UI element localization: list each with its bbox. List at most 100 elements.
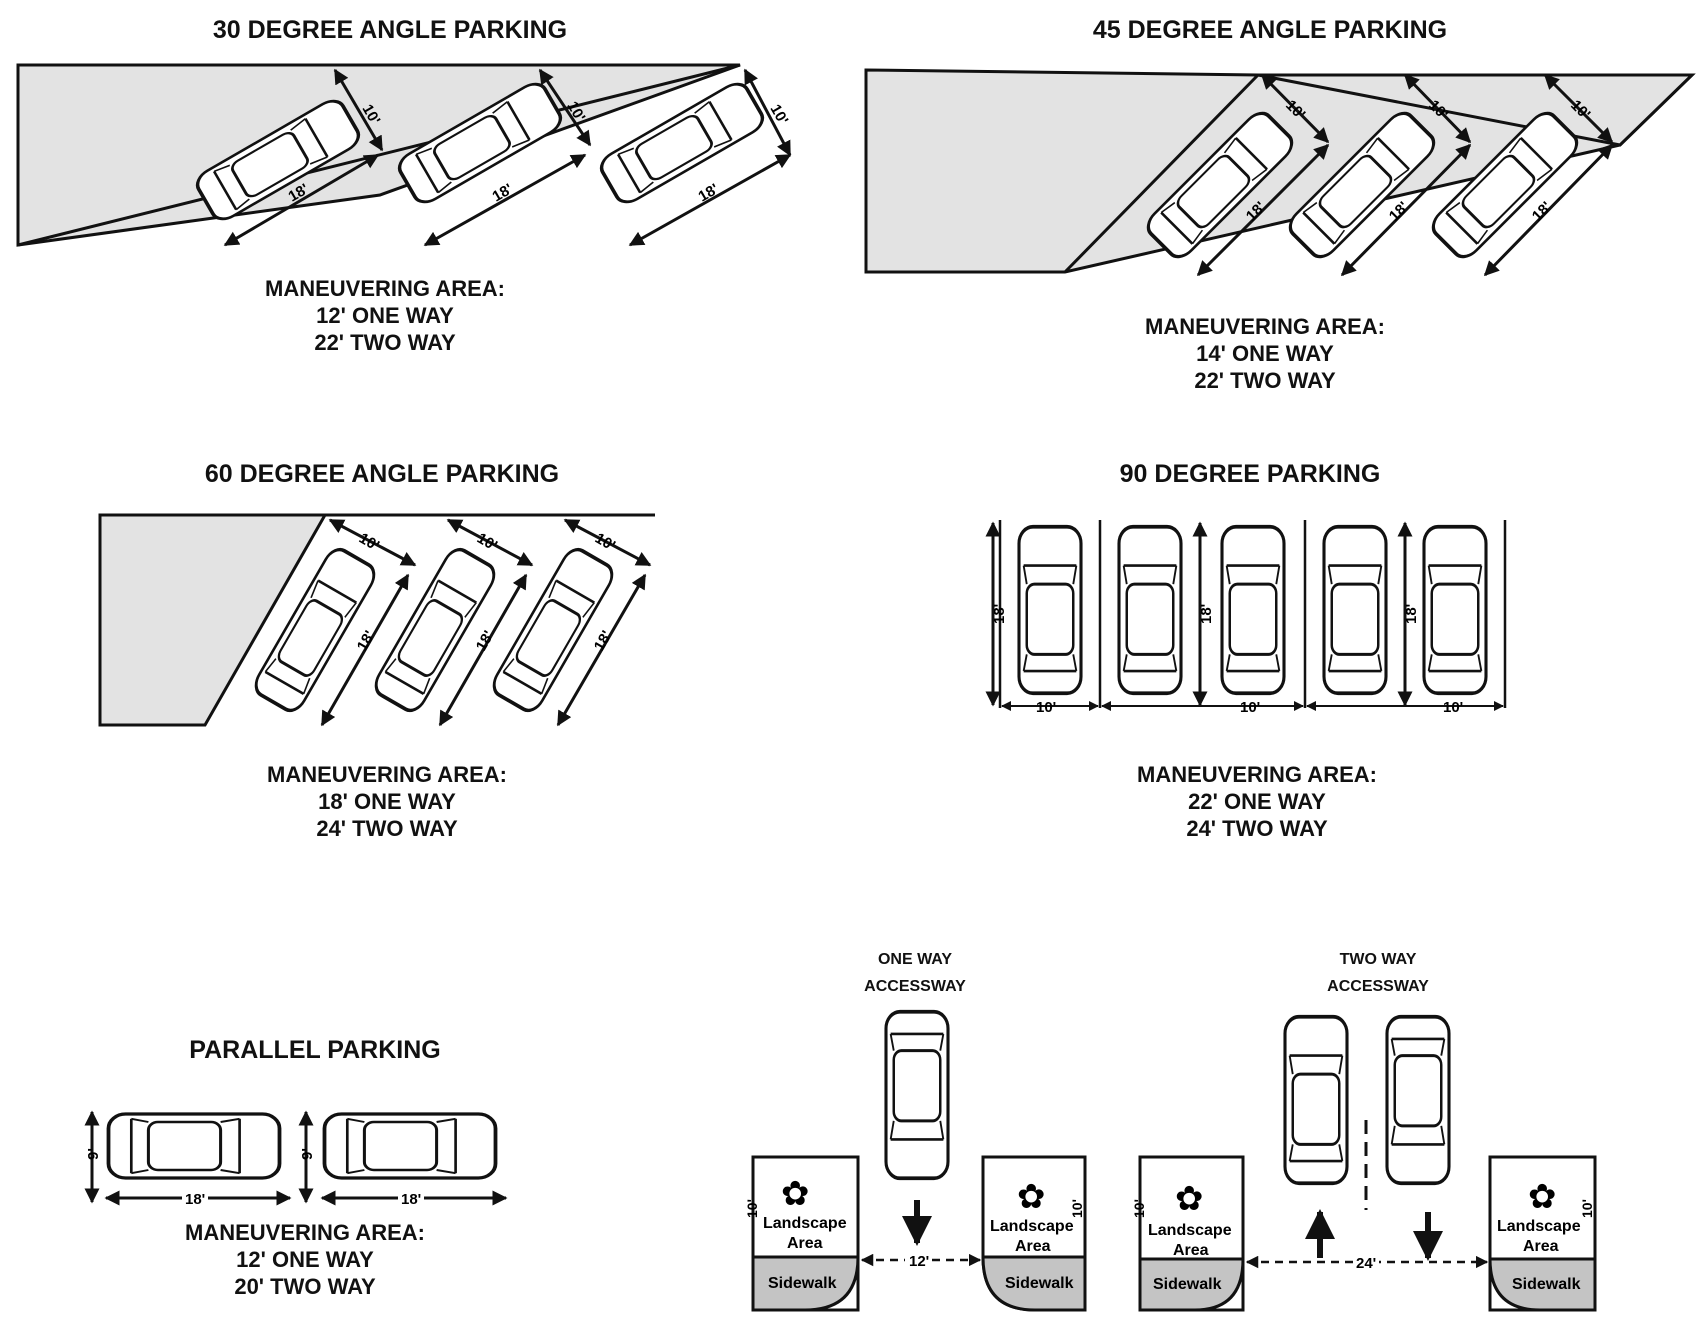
panel-90-degree: 18' 18' 18' 10' 10' 10' — [985, 520, 1507, 716]
width-label: 9' — [299, 1148, 316, 1160]
maneuvering-area-parallel: MANEUVERING AREA: 12' ONE WAY 20' TWO WA… — [140, 1219, 470, 1300]
landscape-label: Area — [1523, 1238, 1559, 1255]
maneuver-one-way: 18' ONE WAY — [318, 789, 456, 814]
dimension-arrow-10 — [1403, 73, 1472, 144]
plant-icon: ✿ — [1175, 1180, 1204, 1218]
car — [1117, 524, 1183, 696]
width-label: 10' — [1036, 699, 1056, 716]
dimension-arrow-18 — [1340, 143, 1472, 277]
sidewalk — [1488, 1257, 1597, 1312]
landscape-label: Landscape — [990, 1218, 1074, 1235]
landscape-label: Landscape — [1497, 1218, 1581, 1235]
dimension-arrow-10 — [333, 68, 384, 152]
landscape-label: Landscape — [763, 1215, 847, 1232]
width-label: 10' — [767, 102, 792, 128]
maneuver-two-way: 22' TWO WAY — [1194, 368, 1336, 393]
dimension-arrow-10 — [446, 518, 534, 567]
landscape-label: Area — [787, 1235, 823, 1252]
length-label: 18' — [696, 181, 722, 206]
maneuver-one-way: 12' ONE WAY — [236, 1247, 374, 1272]
title-60-degree: 60 DEGREE ANGLE PARKING — [204, 460, 560, 488]
sidewalk-label: Sidewalk — [1512, 1276, 1581, 1293]
maneuvering-area-90: MANEUVERING AREA: 22' ONE WAY 24' TWO WA… — [1092, 761, 1422, 842]
plant-icon: ✿ — [1528, 1178, 1557, 1216]
maneuver-heading: MANEUVERING AREA: — [185, 1220, 425, 1245]
car — [1283, 1014, 1349, 1186]
sidewalk-label: Sidewalk — [1153, 1276, 1222, 1293]
maneuvering-area-45: MANEUVERING AREA: 14' ONE WAY 22' TWO WA… — [1100, 313, 1430, 394]
sidewalk — [981, 1255, 1087, 1312]
accessway-line-2: ACCESSWAY — [1327, 978, 1429, 995]
length-label: 18' — [1403, 604, 1420, 624]
panel-45-degree: 10' 10' 10' 18' 18' 18' — [864, 68, 1696, 277]
maneuver-heading: MANEUVERING AREA: — [1145, 314, 1385, 339]
sidewalk-label: Sidewalk — [1005, 1275, 1074, 1292]
width-label: 10' — [474, 530, 500, 555]
length-label: 18' — [185, 1191, 205, 1208]
dimension-arrow-18 — [556, 573, 647, 727]
dimension-arrow-18 — [320, 573, 410, 727]
maneuver-heading: MANEUVERING AREA: — [265, 276, 505, 301]
length-label: 18' — [401, 1191, 421, 1208]
dimension-arrow-10 — [1260, 73, 1330, 144]
dimension-arrow-18 — [1196, 143, 1330, 277]
sidewalk — [751, 1255, 860, 1312]
dimension-arrow-18 — [628, 153, 792, 247]
car — [1220, 524, 1286, 696]
maneuver-two-way: 24' TWO WAY — [316, 816, 458, 841]
dimension-arrow-18 — [438, 573, 528, 727]
depth-label: 10' — [744, 1199, 760, 1218]
maneuver-heading: MANEUVERING AREA: — [1137, 762, 1377, 787]
maneuver-one-way: 22' ONE WAY — [1188, 789, 1326, 814]
maneuvering-area-60: MANEUVERING AREA: 18' ONE WAY 24' TWO WA… — [222, 761, 552, 842]
dimension-label: 12' — [909, 1253, 929, 1270]
one-way-accessway-label: ONE WAY ACCESSWAY — [815, 946, 1015, 1000]
plant-icon: ✿ — [781, 1175, 810, 1213]
dimension-arrow-10 — [743, 68, 792, 157]
length-label: 18' — [1386, 198, 1412, 224]
two-way-accessway: ✿ ✿ 24' Landscape Area Landscape Area Si… — [1131, 1014, 1597, 1312]
maneuver-two-way: 20' TWO WAY — [234, 1274, 376, 1299]
car — [1017, 524, 1083, 696]
length-label: 18' — [991, 604, 1008, 624]
two-way-accessway-label: TWO WAY ACCESSWAY — [1278, 946, 1478, 1000]
dimension-label: 24' — [1356, 1255, 1376, 1272]
length-label: 18' — [1529, 198, 1555, 224]
car — [322, 1112, 498, 1180]
title-90-degree: 90 DEGREE PARKING — [1119, 460, 1381, 488]
landscape-label: Area — [1173, 1242, 1209, 1259]
width-label: 10' — [356, 530, 382, 555]
curb-area-60 — [98, 513, 328, 727]
accessway-line-2: ACCESSWAY — [864, 978, 966, 995]
car — [106, 1112, 282, 1180]
width-label: 10' — [592, 530, 618, 555]
landscape-label: Landscape — [1148, 1222, 1232, 1239]
title-30-degree: 30 DEGREE ANGLE PARKING — [212, 16, 568, 44]
depth-label: 10' — [1131, 1199, 1147, 1218]
maneuver-one-way: 14' ONE WAY — [1196, 341, 1334, 366]
title-45-degree: 45 DEGREE ANGLE PARKING — [1092, 16, 1448, 44]
car — [1422, 524, 1488, 696]
car — [1322, 524, 1388, 696]
width-label: 10' — [1443, 699, 1463, 716]
length-label: 18' — [1198, 604, 1215, 624]
car — [487, 543, 619, 717]
dimension-arrow-18 — [223, 153, 380, 247]
maneuvering-area-30: MANEUVERING AREA: 12' ONE WAY 22' TWO WA… — [220, 275, 550, 356]
accessway-line-1: ONE WAY — [877, 951, 953, 968]
panel-parallel: 18' 18' 9' 9' — [84, 1110, 508, 1208]
length-label: 18' — [490, 181, 516, 206]
panel-30-degree: 10' 10' 10' 18' 18' 18' — [16, 63, 792, 247]
sidewalk — [1138, 1257, 1245, 1312]
title-parallel: PARALLEL PARKING — [189, 1036, 441, 1064]
car — [369, 543, 501, 717]
panel-60-degree: 10' 10' 10' 18' 18' 18' — [98, 513, 655, 727]
maneuver-two-way: 22' TWO WAY — [314, 330, 456, 355]
one-way-accessway: ✿ ✿ 12' Landscape Area Landscape Area Si… — [744, 1009, 1087, 1312]
dimension-arrow-10 — [538, 68, 592, 147]
curb-line-45 — [1063, 73, 1260, 274]
width-label: 9' — [85, 1148, 102, 1160]
depth-label: 10' — [1579, 1199, 1595, 1218]
dimension-arrow-10 — [563, 518, 652, 567]
